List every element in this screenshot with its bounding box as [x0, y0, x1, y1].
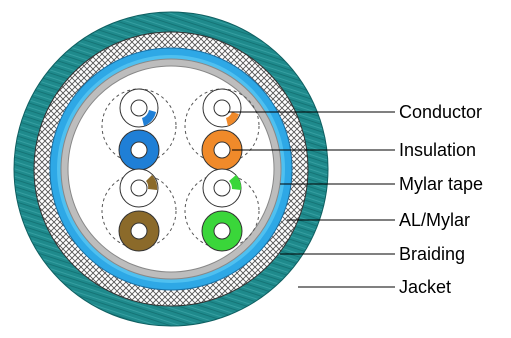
orange-white-stripe [226, 112, 239, 126]
blue-white-stripe [142, 110, 156, 126]
cable-core [67, 65, 275, 273]
conductor-label: Conductor [399, 102, 482, 122]
leader-lines [228, 111, 395, 288]
brown-white-conductor [130, 179, 148, 197]
brown-white-stripe [146, 175, 158, 190]
jacket-label: Jacket [399, 277, 451, 297]
insulation-label: Insulation [399, 140, 476, 160]
blue-white-conductor [130, 99, 148, 117]
mylar-tape-label: Mylar tape [399, 174, 483, 194]
pair-orange [201, 88, 243, 171]
green-conductor [213, 222, 231, 240]
green-white-conductor [213, 179, 231, 197]
pair-blue [118, 88, 160, 171]
pair-green [201, 168, 243, 252]
green-white-stripe [229, 175, 242, 190]
brown-conductor [130, 222, 148, 240]
orange-white-conductor [213, 99, 231, 117]
orange-conductor [213, 141, 231, 159]
blue-conductor [130, 141, 148, 159]
pair-brown [118, 168, 160, 252]
al-mylar-label: AL/Mylar [399, 210, 470, 230]
braiding-label: Braiding [399, 244, 465, 264]
